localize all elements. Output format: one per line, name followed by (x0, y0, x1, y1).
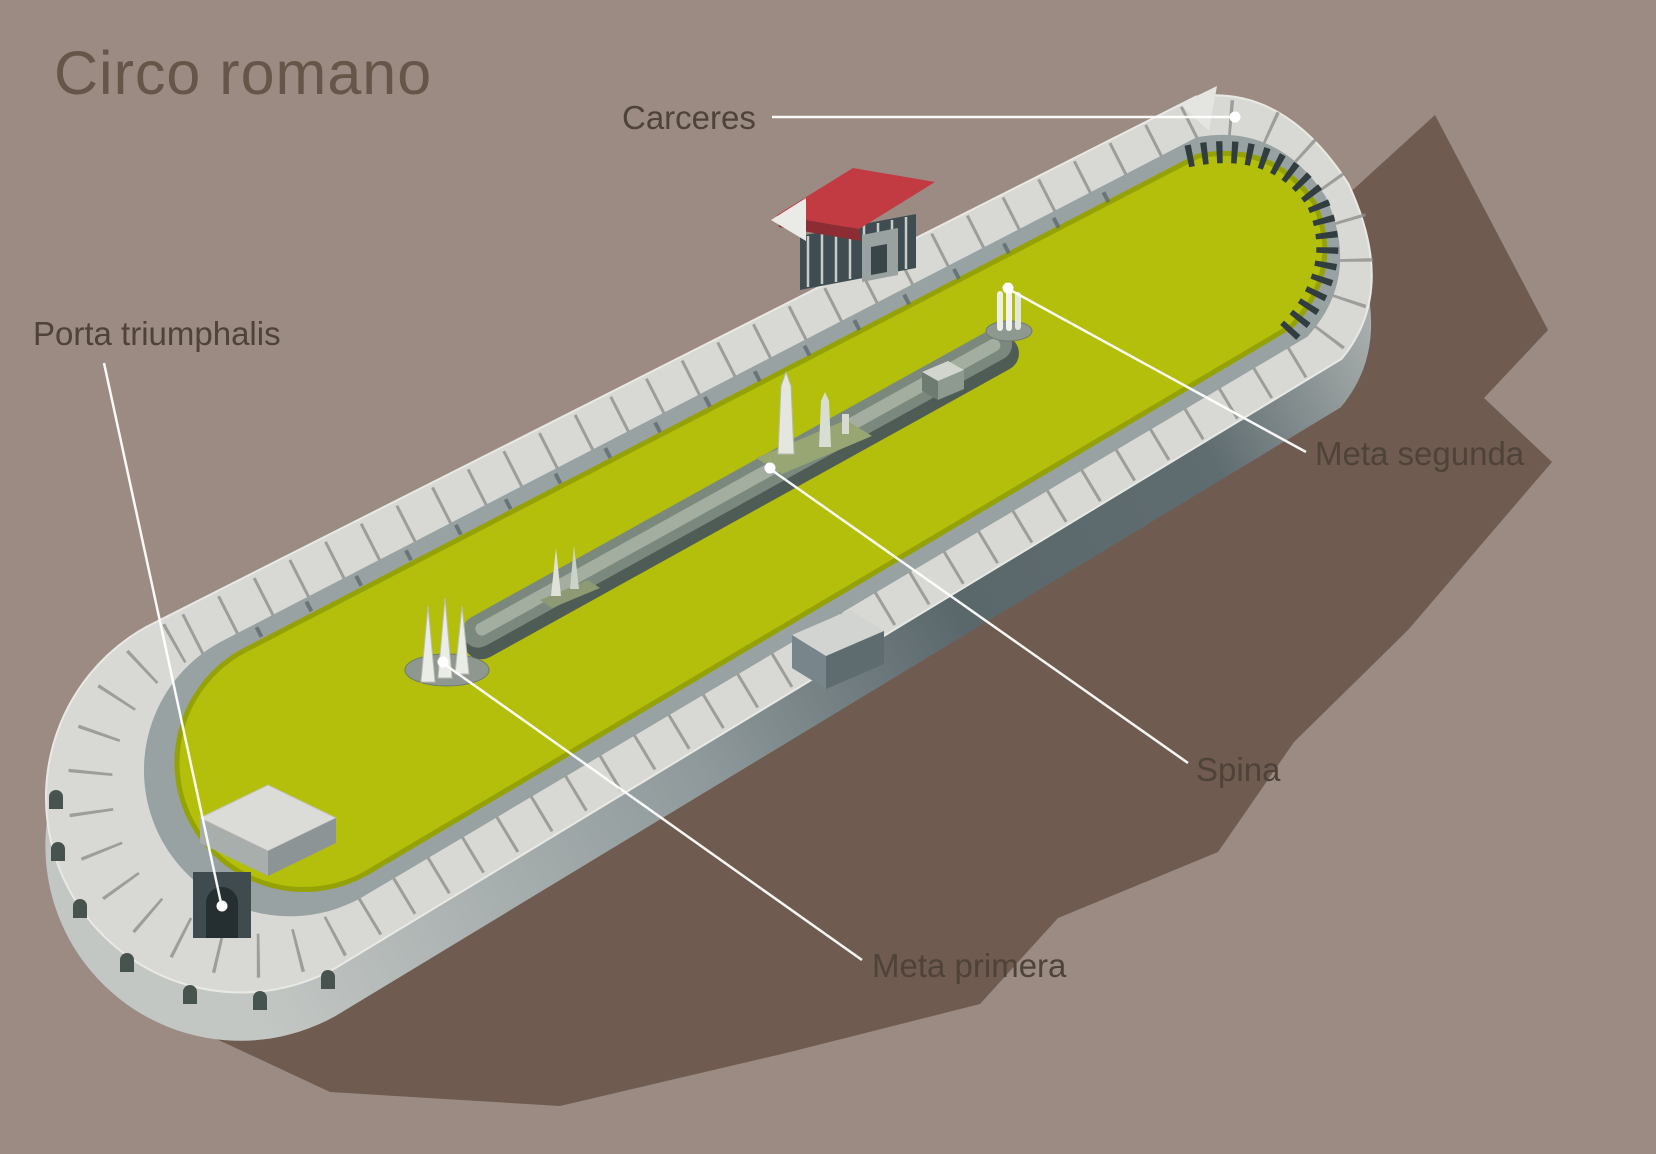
carceres-colonnade (1184, 141, 1339, 343)
small-obelisk-base (540, 580, 600, 608)
arcade-arch (49, 790, 63, 809)
label-porta-triumphalis: Porta triumphalis (33, 315, 281, 352)
leader-dots (216, 111, 1241, 912)
meta-pillar (1015, 292, 1021, 330)
shrine-top (922, 361, 964, 381)
shrine-front (922, 372, 938, 400)
spina (462, 328, 1019, 660)
arcade-arch (183, 985, 197, 1004)
arena-track (174, 150, 1328, 893)
spina-dot (764, 462, 776, 474)
carceres-roof (777, 168, 935, 229)
spina-monuments (404, 284, 1033, 687)
small-obelisk (570, 545, 579, 589)
meta-cone (454, 605, 470, 675)
arcade-arch (321, 970, 335, 989)
statue (842, 414, 849, 434)
meta-segunda-dot (1002, 282, 1014, 294)
page-title: Circo romano (54, 39, 433, 107)
porta-platform-right-face (268, 818, 336, 876)
arcade-arches (49, 790, 335, 1010)
carceres-dot (1229, 111, 1241, 123)
meta-primera-cones (404, 597, 490, 687)
porta-gate-arch (206, 887, 238, 938)
tribunal-left-face (792, 635, 826, 689)
arcade-arch (73, 899, 87, 918)
label-meta-segunda: Meta segunda (1315, 435, 1525, 472)
label-meta-primera: Meta primera (872, 947, 1067, 984)
meta-pillar (1006, 284, 1012, 331)
tribunal-top (792, 610, 884, 656)
porta-triumphalis-structure (193, 784, 338, 938)
small-obelisk (551, 548, 561, 596)
meta-primera-dot (437, 656, 449, 668)
carceres-annex-door (871, 244, 887, 275)
leader-lines (102, 115, 1307, 962)
carceres-building (771, 168, 935, 290)
meta-pillar (997, 291, 1003, 331)
tribunal-right-face (826, 631, 884, 689)
meta-primera-leader-line (446, 664, 863, 962)
spina-lane (475, 338, 1001, 636)
porta-dot (216, 900, 228, 912)
carceres-gable (771, 198, 806, 241)
meta-cone (420, 605, 436, 683)
obelisk-large (777, 370, 795, 455)
end-pediment (1180, 86, 1217, 131)
shrine-side (938, 370, 964, 400)
tribunal-box (792, 610, 884, 689)
label-spina: Spina (1196, 751, 1281, 788)
meta-segunda-pillars (985, 284, 1033, 342)
arcade-arch (51, 842, 65, 861)
arcade-arch (120, 953, 134, 972)
small-obelisks (540, 545, 600, 608)
spina-leader-line (772, 469, 1189, 765)
meta-segunda-leader-line (1011, 289, 1307, 454)
obelisk-small (819, 392, 831, 447)
central-obelisks (756, 370, 872, 474)
label-carceres: Carceres (622, 99, 756, 136)
arcade-arch (253, 991, 267, 1010)
stadium (44, 94, 1373, 1041)
porta-leader-line (102, 362, 223, 904)
shrine-box (922, 361, 964, 400)
porta-platform-left-face (200, 818, 268, 876)
